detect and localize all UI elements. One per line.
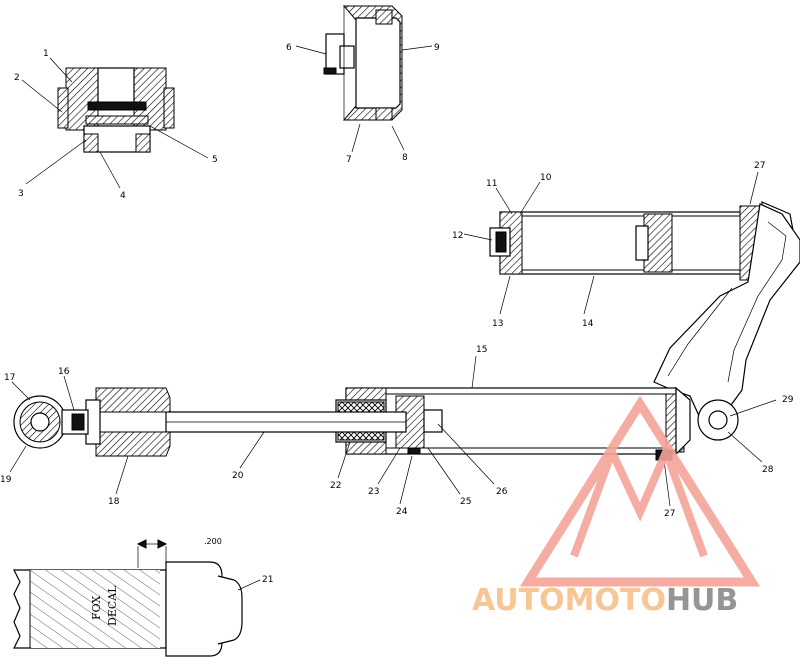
callout-13: 13 (492, 319, 503, 329)
callout-4: 4 (120, 191, 126, 201)
watermark-text-hub: HUB (666, 583, 738, 618)
watermark-m-icon (570, 441, 708, 558)
callout-labels: 1 2 3 4 5 6 7 8 9 10 11 12 13 14 15 16 1… (0, 43, 794, 626)
callout-19: 19 (0, 475, 12, 485)
callout-5: 5 (212, 155, 218, 165)
bumper (85, 387, 171, 457)
dimension-label: .200 (204, 537, 222, 546)
eyelet (13, 395, 89, 449)
callout-22: 22 (330, 481, 341, 491)
callout-18: 18 (108, 497, 120, 507)
callout-8: 8 (402, 153, 408, 163)
watermark-logo: AUTOMOTOHUB (472, 395, 761, 618)
seal-head-assembly (57, 67, 175, 153)
callout-25: 25 (460, 497, 471, 507)
callout-27-top: 27 (754, 161, 765, 171)
reservoir (489, 201, 795, 281)
watermark-text-automoto: AUTOMOTO (472, 583, 666, 618)
callout-7: 7 (346, 155, 352, 165)
callout-6: 6 (286, 43, 292, 53)
watermark-triangle-icon (519, 395, 761, 587)
leader-lines (9, 45, 777, 591)
callout-12: 12 (452, 231, 463, 241)
callout-28: 28 (762, 465, 774, 475)
callout-3: 3 (18, 189, 24, 199)
callout-24: 24 (396, 507, 408, 517)
callout-21: 21 (262, 575, 273, 585)
callout-9: 9 (434, 43, 440, 53)
callout-2: 2 (14, 73, 20, 83)
decal-text-fox: FOX (90, 596, 103, 620)
callout-17: 17 (4, 373, 15, 383)
callout-23: 23 (368, 487, 379, 497)
bladder-piston (323, 5, 403, 121)
callout-1: 1 (43, 49, 49, 59)
shaft (165, 411, 407, 433)
callout-27-bottom: 27 (664, 509, 675, 519)
watermark-text: AUTOMOTOHUB (472, 583, 738, 618)
callout-26: 26 (496, 487, 508, 497)
shock-body (335, 386, 739, 461)
callout-20: 20 (232, 471, 244, 481)
callout-10: 10 (540, 173, 552, 183)
decal-detail (13, 539, 243, 657)
callout-29: 29 (782, 395, 794, 405)
decal-text-decal: DECAL (106, 585, 119, 626)
callout-15: 15 (476, 345, 487, 355)
callout-14: 14 (582, 319, 594, 329)
callout-11: 11 (486, 179, 497, 189)
callout-16: 16 (58, 367, 70, 377)
